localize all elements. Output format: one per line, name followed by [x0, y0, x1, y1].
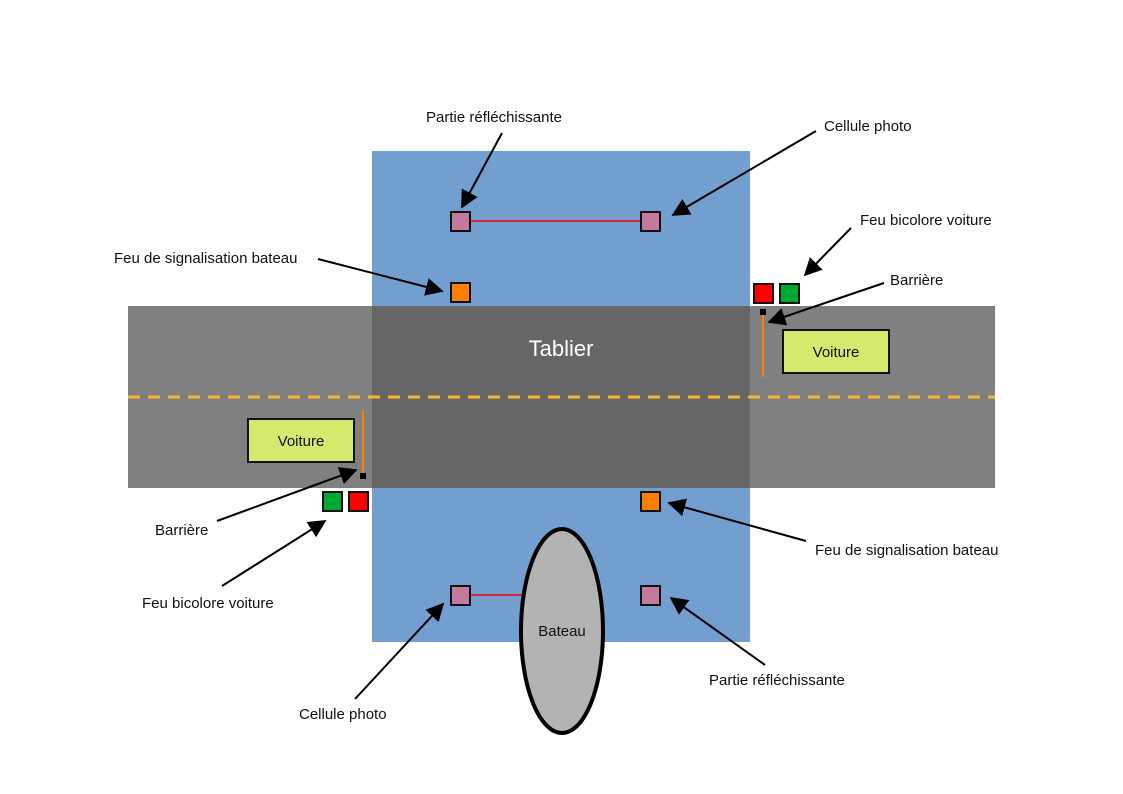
arrow-barrier-bottom: [216, 467, 358, 522]
boat-light-top: [450, 282, 471, 303]
boat-light-bottom: [640, 491, 661, 512]
barrier-pivot-bottom: [360, 473, 366, 479]
arrow-reflector-top: [461, 132, 503, 209]
arrow-barrier-top: [767, 282, 885, 326]
deck-label: Tablier: [529, 336, 594, 361]
boat-label: Bateau: [538, 623, 586, 640]
car-light-green-bottom: [322, 491, 343, 512]
boat: [519, 527, 605, 735]
arrow-car-light-bottom: [221, 520, 327, 587]
annotation-photocell-top: Cellule photo: [824, 118, 912, 135]
car-light-red-bottom: [348, 491, 369, 512]
car-light-green-top: [779, 283, 800, 304]
arrow-boat-light-top: [317, 258, 444, 296]
annotation-reflector-bottom: Partie réfléchissante: [709, 672, 845, 689]
annotation-boat-light-top: Feu de signalisation bateau: [114, 250, 297, 267]
arrow-car-light-top: [803, 227, 852, 277]
annotation-photocell-bottom: Cellule photo: [299, 706, 387, 723]
annotation-car-light-top: Feu bicolore voiture: [860, 212, 992, 229]
car-left: [247, 418, 355, 463]
car-right: [782, 329, 890, 374]
annotation-boat-light-bottom: Feu de signalisation bateau: [815, 542, 998, 559]
car-left-label: Voiture: [278, 433, 325, 450]
reflector-bottom: [640, 585, 661, 606]
reflector-top: [450, 211, 471, 232]
photocell-bottom: [450, 585, 471, 606]
annotation-barrier-bottom: Barrière: [155, 522, 208, 539]
arrow-reflector-bottom: [669, 596, 766, 666]
arrow-photocell-top: [671, 130, 817, 216]
car-light-red-top: [753, 283, 774, 304]
photocell-top: [640, 211, 661, 232]
arrow-photocell-bottom: [354, 602, 445, 700]
annotation-reflector-top: Partie réfléchissante: [426, 109, 562, 126]
annotation-car-light-bottom: Feu bicolore voiture: [142, 595, 274, 612]
car-right-label: Voiture: [813, 344, 860, 361]
arrow-boat-light-bottom: [667, 498, 807, 542]
barrier-pivot-top: [760, 309, 766, 315]
annotation-barrier-top: Barrière: [890, 272, 943, 289]
